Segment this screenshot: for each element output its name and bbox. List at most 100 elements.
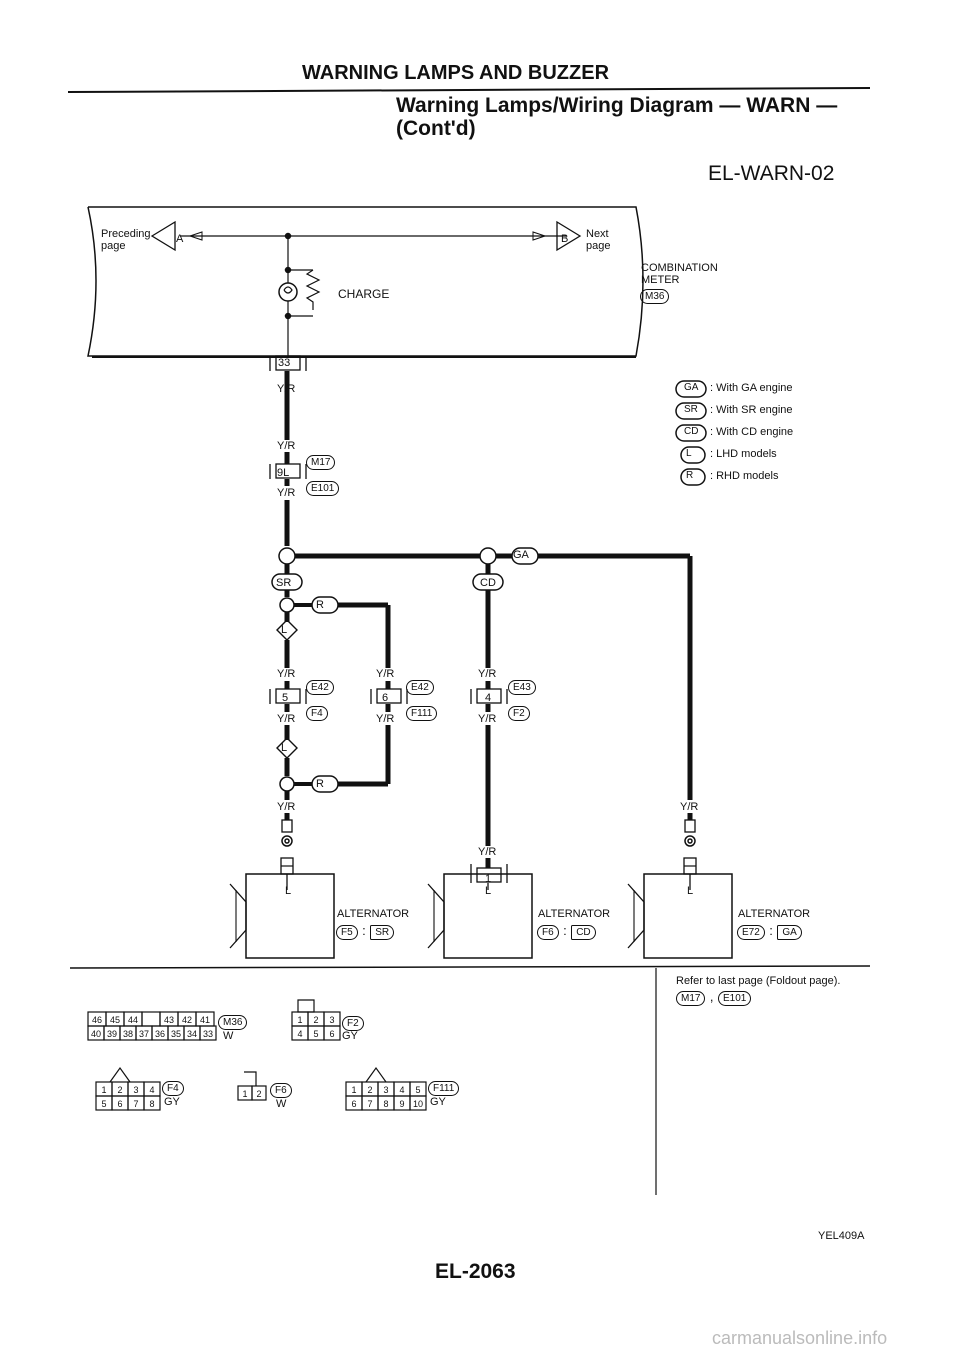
connector-terminal-4: 4	[485, 692, 492, 704]
connector-e42-badge: E42	[406, 680, 434, 695]
connector-m36-badge: M36	[640, 289, 670, 304]
wire-color-yr: Y/R	[277, 668, 296, 680]
option-sr-label: SR	[276, 577, 292, 589]
wire-color-yr: Y/R	[478, 713, 497, 725]
connector-pin-number: 8	[149, 1099, 154, 1109]
alternator-terminal-l: L	[687, 885, 694, 897]
wire-color-code: GY	[430, 1096, 446, 1108]
meter-name-line1: COMBINATION	[641, 262, 718, 274]
connector-pin-number: 5	[415, 1085, 420, 1095]
connector-pin-number: 35	[171, 1029, 181, 1039]
connector-pin-number: 5	[313, 1029, 318, 1039]
arrow-marker	[532, 231, 547, 241]
connector-f4-face	[143, 1095, 161, 1111]
connector-pin-number: 3	[133, 1085, 138, 1095]
preceding-page-label: Preceding page	[101, 228, 151, 252]
refer-note: Refer to last page (Foldout page).	[676, 975, 841, 987]
wire-color-code: W	[276, 1098, 287, 1110]
header-rule	[67, 87, 871, 93]
resistor-symbol	[305, 269, 321, 310]
connector-e101-badge: E101	[306, 481, 340, 496]
alternator-symbol	[427, 883, 445, 949]
connector-terminal-6: 6	[382, 692, 389, 704]
connector-e72-badge: E72	[737, 925, 765, 940]
connector-f4-badge: F4	[306, 706, 328, 721]
arrow-marker	[188, 231, 203, 241]
splice-node	[479, 547, 497, 565]
alternator-symbol	[627, 883, 645, 949]
connector-e42-badge: E42	[306, 680, 334, 695]
legend-text: : LHD models	[710, 448, 777, 460]
link-b-label: B	[561, 233, 569, 245]
connector-pin-number: 7	[367, 1099, 372, 1109]
connector-terminal-box	[476, 867, 502, 883]
connector-pin-number: 3	[329, 1015, 334, 1025]
legend-text: : With CD engine	[710, 426, 794, 438]
option-ga-badge: GA	[777, 925, 802, 940]
connector-tab-icon	[244, 1071, 257, 1086]
connector-pin-number: 33	[203, 1029, 213, 1039]
section-rule	[69, 965, 871, 969]
watermark: carmanualsonline.info	[712, 1328, 888, 1348]
connector-pin-number: 6	[351, 1099, 356, 1109]
connector-pin-number: 37	[139, 1029, 149, 1039]
connector-m17-badge: M17	[306, 455, 336, 470]
connector-f6-badge: F6	[537, 925, 559, 940]
wire-color-code: GY	[164, 1096, 180, 1108]
alternator-terminal-l: L	[285, 885, 292, 897]
wire-color-yr: Y/R	[277, 801, 296, 813]
alternator-terminal-l: L	[485, 885, 492, 897]
alternator-symbol	[229, 883, 247, 949]
connector-pin-number: 1	[101, 1085, 106, 1095]
legend-text: : With GA engine	[710, 382, 793, 394]
terminal-icon	[284, 838, 290, 844]
connector-terminal-box	[376, 688, 402, 704]
connector-f2-badge: F2	[508, 706, 530, 721]
connector-e101-badge: E101	[717, 991, 752, 1006]
figure-code: YEL409A	[818, 1230, 865, 1242]
legend-option-marker	[680, 446, 706, 464]
wire-color-yr: Y/R	[478, 846, 497, 858]
legend-text: : With SR engine	[710, 404, 793, 416]
wire-color-code: GY	[342, 1030, 358, 1042]
connector-pin-number: 2	[256, 1089, 261, 1099]
connector-pin-number: 45	[110, 1015, 120, 1025]
connector-tab-icon	[109, 1066, 131, 1083]
wire-color-code: W	[223, 1030, 234, 1042]
legend-text: : RHD models	[710, 470, 779, 482]
connector-pin-number: 7	[133, 1099, 138, 1109]
legend-option-marker	[675, 380, 707, 398]
option-l-marker	[276, 737, 298, 759]
connector-tab-icon	[297, 999, 315, 1013]
connector-pin-number: 8	[383, 1099, 388, 1109]
connector-f111-face	[409, 1095, 427, 1111]
option-ga-label: GA	[513, 549, 529, 561]
link-a-label: A	[176, 233, 184, 245]
connector-pin-number: 42	[182, 1015, 192, 1025]
option-l-marker	[276, 619, 298, 641]
section-title: WARNING LAMPS AND BUZZER	[302, 62, 610, 84]
connector-m36-face	[199, 1025, 217, 1041]
splice-node	[278, 547, 296, 565]
page-number: EL-2063	[435, 1260, 516, 1283]
connector-f6-badge: F6	[270, 1083, 292, 1098]
charge-lamp-icon	[278, 282, 298, 302]
legend-code: R	[686, 470, 694, 481]
connector-m36-face	[141, 1011, 161, 1027]
option-l-label: L	[281, 624, 288, 636]
connector-pin-number: 2	[367, 1085, 372, 1095]
connector-pin-number: 10	[413, 1099, 423, 1109]
legend-code: GA	[684, 382, 699, 393]
lamp-filament-icon	[283, 286, 293, 294]
option-sr-badge: SR	[370, 925, 395, 940]
legend-code: SR	[684, 404, 698, 415]
connector-pin-number: 43	[164, 1015, 174, 1025]
connector-m36-badge: M36	[218, 1015, 248, 1030]
option-l-label: L	[281, 742, 288, 754]
connector-pin-number: 5	[101, 1099, 106, 1109]
connector-m17-badge: M17	[676, 991, 706, 1006]
legend-option-marker	[680, 468, 706, 486]
connector-terminal-box	[275, 355, 301, 371]
connector-terminal-5: 5	[282, 692, 289, 704]
option-cd-badge: CD	[571, 925, 596, 940]
